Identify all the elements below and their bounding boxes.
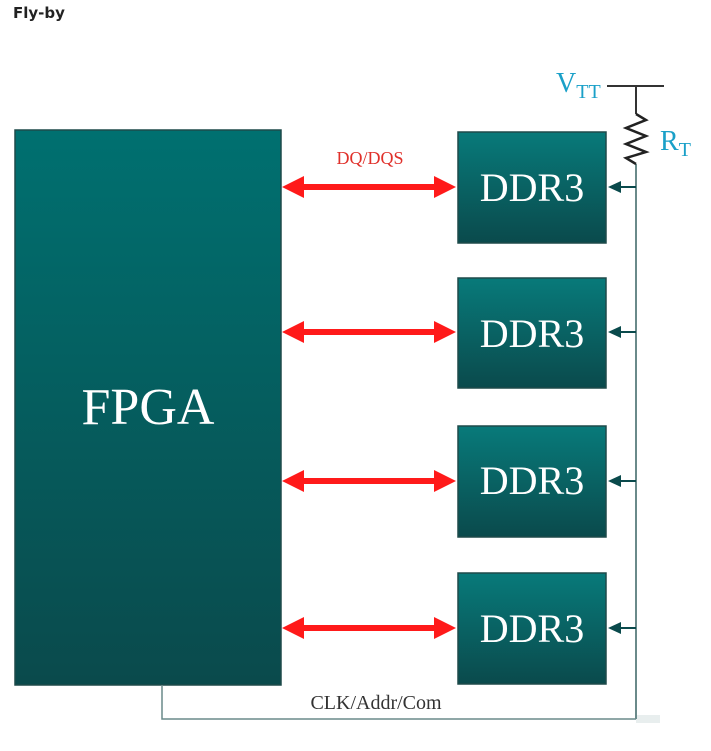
memory-row-4: DDR3 [282, 572, 636, 685]
memory-row-1: DDR3 [282, 131, 636, 244]
rt-sub: T [679, 139, 691, 161]
fpga-label: FPGA [82, 379, 215, 436]
page-title: Fly-by [13, 4, 65, 22]
vtt-main: V [556, 68, 576, 99]
ddr3-label: DDR3 [480, 606, 584, 651]
control-bus-wire [161, 685, 636, 720]
ddr3-block [457, 277, 607, 389]
vtt-label: VTT [556, 68, 601, 103]
termination-resistor-icon [622, 112, 650, 166]
ddr3-label: DDR3 [480, 165, 584, 210]
data-bus-arrow-icon [282, 321, 456, 343]
memory-row-3: DDR3 [282, 425, 636, 538]
control-tap-arrow-icon [608, 326, 636, 338]
ddr3-block [457, 131, 607, 244]
control-tap-arrow-icon [608, 181, 636, 193]
vtt-sub: TT [576, 81, 600, 103]
ddr3-block [457, 572, 607, 685]
data-bus-label: DQ/DQS [336, 148, 403, 168]
data-bus-arrow-icon [282, 470, 456, 492]
rt-label: RT [660, 126, 691, 161]
control-tap-arrow-icon [608, 622, 636, 634]
control-tap-arrow-icon [608, 475, 636, 487]
rt-main: R [660, 126, 679, 157]
ddr3-label: DDR3 [480, 458, 584, 503]
control-bus-label: CLK/Addr/Com [310, 692, 442, 714]
fpga-block [14, 129, 282, 686]
ddr3-block [457, 425, 607, 538]
data-bus-arrow-icon [282, 176, 456, 198]
data-bus-arrow-icon [282, 617, 456, 639]
memory-row-2: DDR3 [282, 277, 636, 389]
ddr3-label: DDR3 [480, 311, 584, 356]
